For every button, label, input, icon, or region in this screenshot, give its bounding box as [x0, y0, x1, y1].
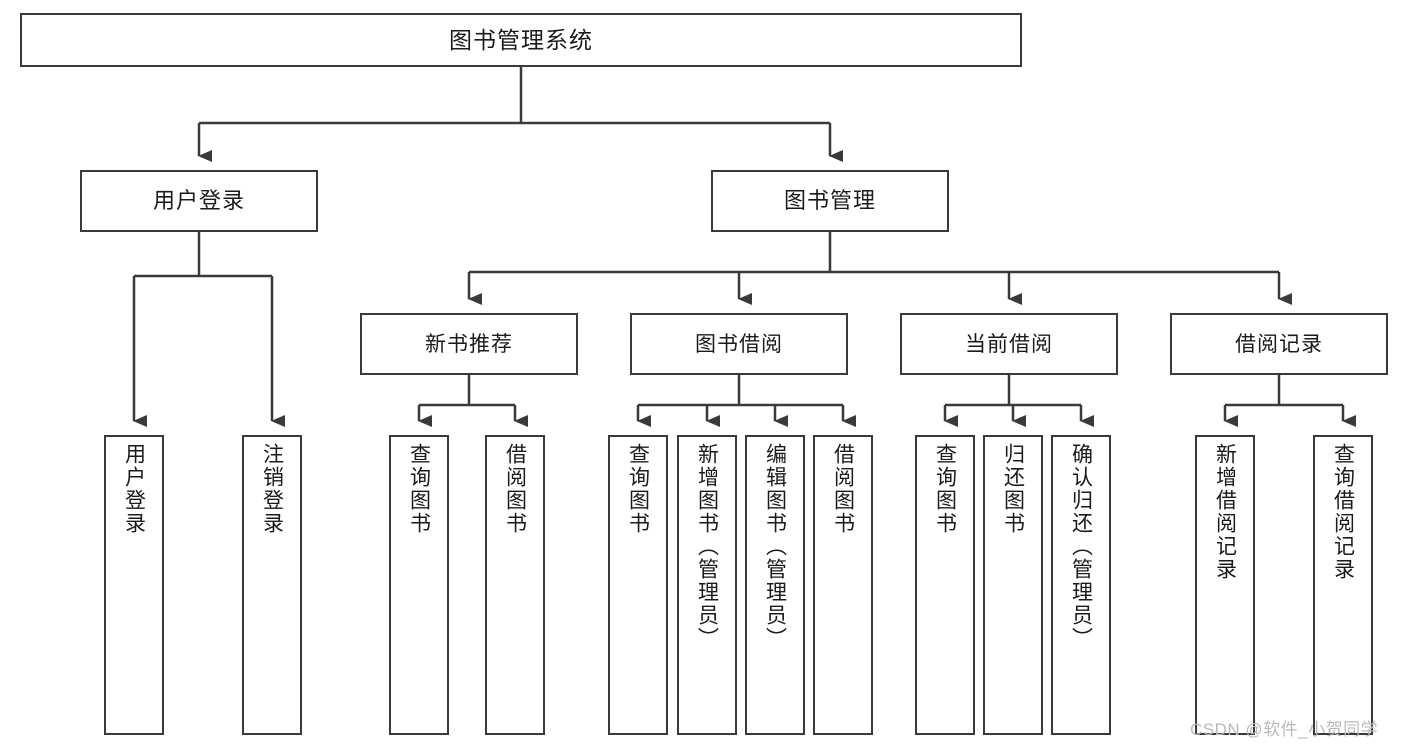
node-label: 新书推荐	[425, 332, 513, 356]
node-label: 用户登录	[152, 188, 245, 213]
node-leaf-borrow-book-recommend[interactable]: 借阅图书	[485, 435, 545, 735]
node-label: 查询借阅记录	[1331, 443, 1355, 581]
node-user-login[interactable]: 用户登录	[80, 170, 318, 232]
node-label: 注销登录	[260, 443, 284, 535]
node-label: 查询图书	[407, 443, 431, 535]
node-leaf-borrow-book[interactable]: 借阅图书	[813, 435, 873, 735]
node-leaf-add-book[interactable]: 新增图书（管理员）	[677, 435, 737, 735]
node-book-borrow[interactable]: 图书借阅	[630, 313, 848, 375]
node-root-book-management-system[interactable]: 图书管理系统	[20, 13, 1022, 67]
node-leaf-confirm-return[interactable]: 确认归还（管理员）	[1051, 435, 1111, 735]
node-label: 新增图书（管理员）	[695, 443, 719, 650]
node-book-management[interactable]: 图书管理	[711, 170, 949, 232]
node-label: 图书借阅	[695, 332, 783, 356]
node-leaf-query-book-current[interactable]: 查询图书	[915, 435, 975, 735]
node-leaf-query-book-borrow[interactable]: 查询图书	[608, 435, 668, 735]
node-label: 查询图书	[626, 443, 650, 535]
node-new-book-recommend[interactable]: 新书推荐	[360, 313, 578, 375]
node-label: 图书管理系统	[449, 26, 593, 53]
node-label: 确认归还（管理员）	[1069, 443, 1093, 650]
node-leaf-logout-login[interactable]: 注销登录	[242, 435, 302, 735]
node-current-borrow[interactable]: 当前借阅	[900, 313, 1118, 375]
node-label: 当前借阅	[965, 332, 1053, 356]
node-label: 借阅图书	[503, 443, 527, 535]
node-label: 借阅图书	[831, 443, 855, 535]
node-leaf-query-book-recommend[interactable]: 查询图书	[389, 435, 449, 735]
watermark-label: CSDN @软件_小贺同学	[1190, 720, 1379, 739]
node-label: 归还图书	[1001, 443, 1025, 535]
node-leaf-edit-book[interactable]: 编辑图书（管理员）	[745, 435, 805, 735]
node-borrow-record[interactable]: 借阅记录	[1170, 313, 1388, 375]
node-label: 图书管理	[783, 188, 876, 213]
node-leaf-query-borrow-record[interactable]: 查询借阅记录	[1313, 435, 1373, 735]
node-leaf-return-book[interactable]: 归还图书	[983, 435, 1043, 735]
node-label: 借阅记录	[1235, 332, 1323, 356]
node-label: 编辑图书（管理员）	[763, 443, 787, 650]
node-label: 用户登录	[122, 443, 146, 535]
node-leaf-user-login[interactable]: 用户登录	[104, 435, 164, 735]
node-leaf-add-borrow-record[interactable]: 新增借阅记录	[1195, 435, 1255, 735]
node-label: 查询图书	[933, 443, 957, 535]
node-label: 新增借阅记录	[1213, 443, 1237, 581]
